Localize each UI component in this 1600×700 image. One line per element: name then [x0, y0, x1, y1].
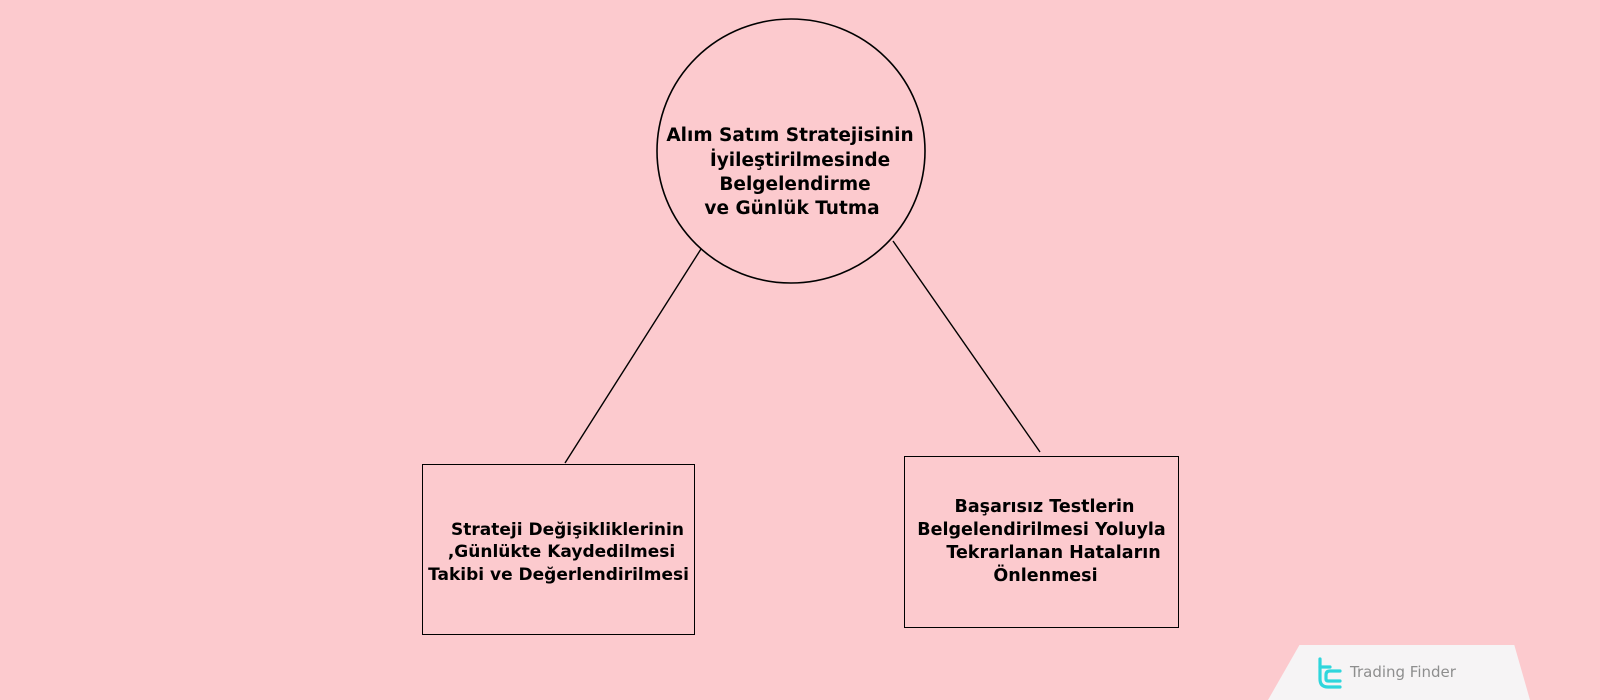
- child-node-right-label: Başarısız Testlerin Belgelendirilmesi Yo…: [904, 456, 1179, 628]
- root-line-4: ve Günlük Tutma: [704, 198, 880, 220]
- right-line-1: Başarısız Testlerin: [954, 496, 1135, 517]
- tf-logo-icon: [1318, 657, 1342, 689]
- left-line-3: Takibi ve Değerlendirilmesi: [428, 564, 689, 585]
- root-node-circle: [656, 18, 926, 284]
- trading-finder-watermark: Trading Finder: [1268, 645, 1530, 700]
- right-line-3: Tekrarlanan Hataların: [946, 543, 1161, 563]
- left-line-1: Strateji Değişikliklerinin: [451, 519, 684, 540]
- child-node-right-box: [904, 456, 1179, 628]
- connector-left: [564, 248, 702, 464]
- trading-finder-label: Trading Finder: [1350, 663, 1456, 681]
- child-node-left-box: [422, 464, 695, 635]
- connector-right: [892, 240, 1041, 453]
- child-node-left-label: Strateji Değişikliklerinin ,Günlükte Kay…: [422, 464, 695, 635]
- right-line-2: Belgelendirilmesi Yoluyla: [917, 519, 1166, 540]
- root-line-3: Belgelendirme: [719, 174, 871, 195]
- root-node-label: Alım Satım Stratejisinin İyileştirilmesi…: [660, 108, 920, 238]
- left-line-2: ,Günlükte Kaydedilmesi: [447, 542, 676, 563]
- root-line-2: İyileştirilmesinde: [709, 149, 891, 171]
- right-line-4: Önlenmesi: [993, 566, 1098, 587]
- root-line-1: Alım Satım Stratejisinin: [666, 125, 914, 147]
